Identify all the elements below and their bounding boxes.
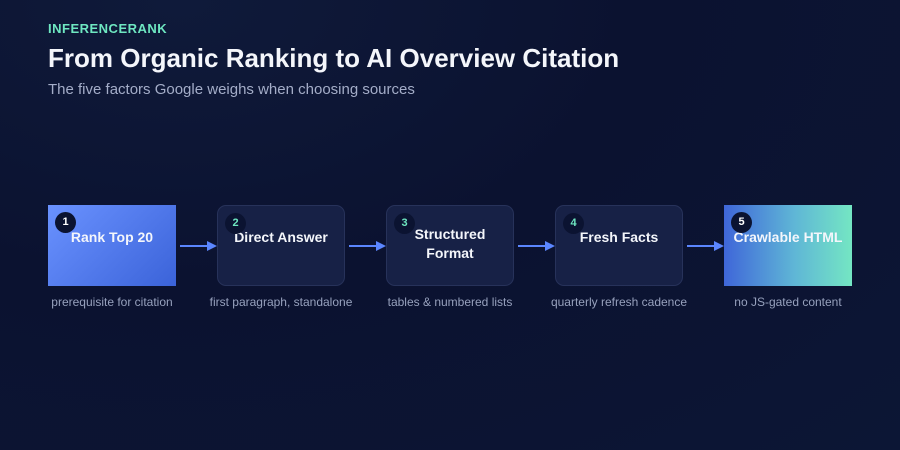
step-number-badge: 2 bbox=[225, 213, 246, 234]
step-label: Structured Format bbox=[414, 225, 486, 261]
step-caption: first paragraph, standalone bbox=[209, 295, 353, 309]
arrow-right-icon bbox=[180, 241, 217, 251]
step-label: Rank Top 20 bbox=[70, 229, 154, 245]
header: INFERENCERANK From Organic Ranking to AI… bbox=[48, 20, 852, 100]
step-label: Crawlable HTML bbox=[733, 229, 843, 245]
step-box: 1 Rank Top 20 bbox=[48, 205, 176, 286]
step-structured-format: 3 Structured Format tables & numbered li… bbox=[386, 205, 514, 309]
step-number-badge: 4 bbox=[563, 213, 584, 234]
step-box: 5 Crawlable HTML bbox=[724, 205, 852, 286]
step-caption: prerequisite for citation bbox=[51, 295, 173, 309]
step-number-badge: 3 bbox=[394, 213, 415, 234]
step-box: 2 Direct Answer bbox=[217, 205, 345, 286]
step-caption: no JS-gated content bbox=[734, 295, 842, 309]
step-label: Direct Answer bbox=[234, 229, 328, 245]
page-title: From Organic Ranking to AI Overview Cita… bbox=[48, 43, 620, 73]
step-box: 4 Fresh Facts bbox=[555, 205, 683, 286]
arrow-right-icon bbox=[687, 241, 724, 251]
step-box: 3 Structured Format bbox=[386, 205, 514, 286]
step-rank-top-20: 1 Rank Top 20 prerequisite for citation bbox=[48, 205, 176, 309]
step-label: Fresh Facts bbox=[579, 229, 659, 245]
step-number-badge: 5 bbox=[731, 212, 752, 233]
step-direct-answer: 2 Direct Answer first paragraph, standal… bbox=[210, 205, 352, 309]
page-subtitle: The five factors Google weighs when choo… bbox=[48, 81, 415, 98]
arrow-right-icon bbox=[349, 241, 386, 251]
arrow-right-icon bbox=[518, 241, 555, 251]
step-number-badge: 1 bbox=[55, 212, 76, 233]
factor-flow: 1 Rank Top 20 prerequisite for citation … bbox=[48, 205, 852, 315]
step-caption: quarterly refresh cadence bbox=[550, 295, 688, 309]
brand-label: INFERENCERANK bbox=[48, 21, 168, 36]
step-caption: tables & numbered lists bbox=[387, 295, 513, 309]
step-fresh-facts: 4 Fresh Facts quarterly refresh cadence bbox=[551, 205, 687, 309]
step-crawlable-html: 5 Crawlable HTML no JS-gated content bbox=[724, 205, 852, 309]
